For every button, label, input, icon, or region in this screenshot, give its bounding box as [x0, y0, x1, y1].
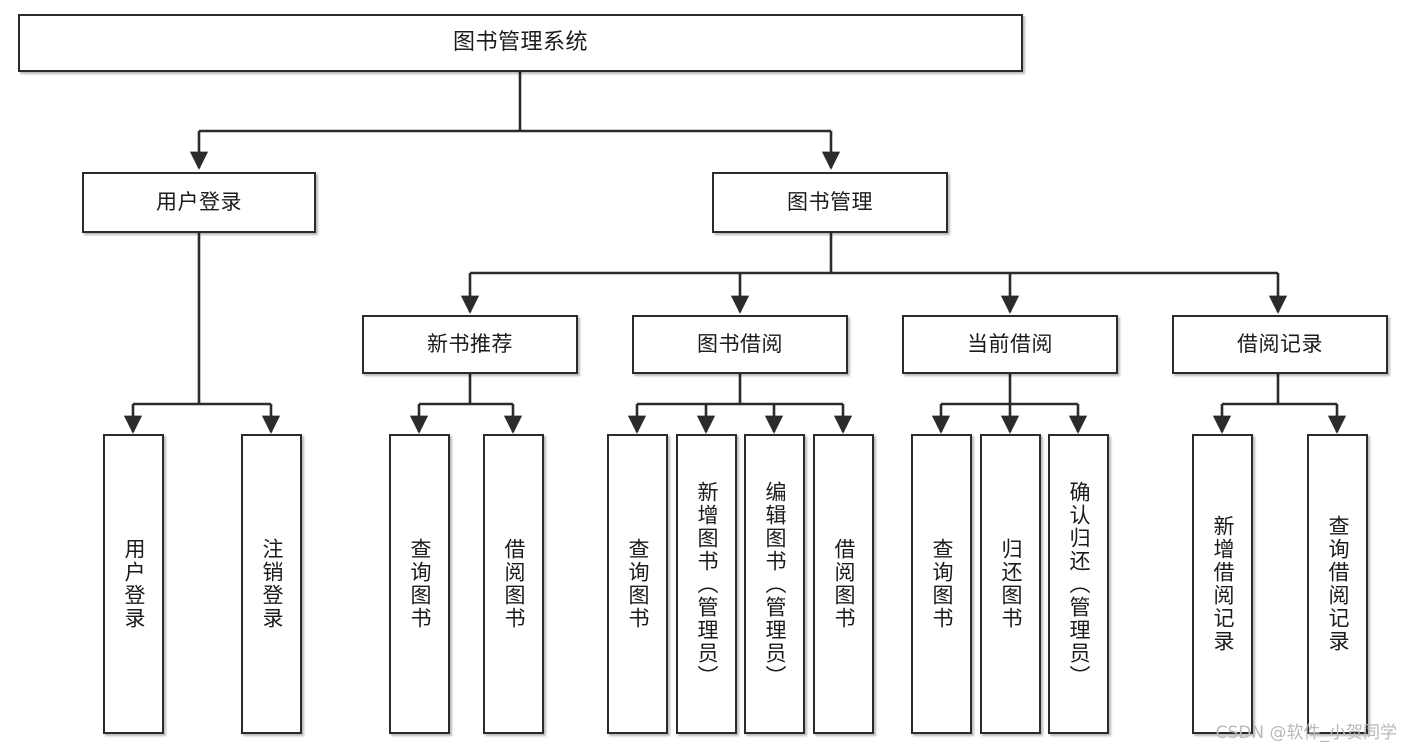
node-root-system[interactable]: 图书管理系统: [18, 14, 1023, 72]
node-leaf-confirm-return[interactable]: 确认归还（管理员）: [1048, 434, 1109, 734]
csdn-watermark: CSDN @软件_小贺同学: [1215, 723, 1397, 743]
node-label: 借阅记录: [1237, 331, 1323, 356]
node-leaf-query-record[interactable]: 查询借阅记录: [1307, 434, 1368, 734]
node-book-manage[interactable]: 图书管理: [712, 172, 948, 233]
node-label: 编辑图书（管理员）: [762, 480, 787, 688]
node-book-borrow[interactable]: 图书借阅: [632, 315, 848, 374]
node-leaf-borrow-book-2[interactable]: 借阅图书: [813, 434, 874, 734]
node-current-borrow[interactable]: 当前借阅: [902, 315, 1118, 374]
node-leaf-edit-book[interactable]: 编辑图书（管理员）: [744, 434, 805, 734]
node-label: 确认归还（管理员）: [1066, 480, 1091, 688]
node-label: 查询图书: [625, 538, 650, 630]
node-leaf-logout[interactable]: 注销登录: [241, 434, 302, 734]
node-leaf-return-book[interactable]: 归还图书: [980, 434, 1041, 734]
node-label: 借阅图书: [501, 538, 526, 630]
node-label: 借阅图书: [831, 538, 856, 630]
node-label: 图书管理系统: [452, 29, 588, 55]
node-label: 查询图书: [929, 538, 954, 630]
node-label: 新书推荐: [427, 331, 513, 356]
node-leaf-add-record[interactable]: 新增借阅记录: [1192, 434, 1253, 734]
node-label: 查询图书: [407, 538, 432, 630]
node-leaf-user-login[interactable]: 用户登录: [103, 434, 164, 734]
node-label: 归还图书: [998, 538, 1023, 630]
node-label: 图书管理: [787, 189, 873, 214]
node-label: 用户登录: [121, 538, 146, 630]
node-label: 新增借阅记录: [1210, 515, 1235, 653]
node-new-book-recommend[interactable]: 新书推荐: [362, 315, 578, 374]
node-leaf-query-book-3[interactable]: 查询图书: [911, 434, 972, 734]
node-label: 新增图书（管理员）: [694, 480, 719, 688]
node-borrow-record[interactable]: 借阅记录: [1172, 315, 1388, 374]
node-leaf-add-book[interactable]: 新增图书（管理员）: [676, 434, 737, 734]
node-label: 图书借阅: [697, 331, 783, 356]
node-user-login[interactable]: 用户登录: [82, 172, 316, 233]
node-label: 当前借阅: [967, 331, 1053, 356]
node-label: 查询借阅记录: [1325, 515, 1350, 653]
node-label: 注销登录: [259, 538, 284, 630]
node-leaf-query-book-2[interactable]: 查询图书: [607, 434, 668, 734]
node-leaf-borrow-book-1[interactable]: 借阅图书: [483, 434, 544, 734]
node-leaf-query-book-1[interactable]: 查询图书: [389, 434, 450, 734]
node-label: 用户登录: [156, 189, 242, 214]
